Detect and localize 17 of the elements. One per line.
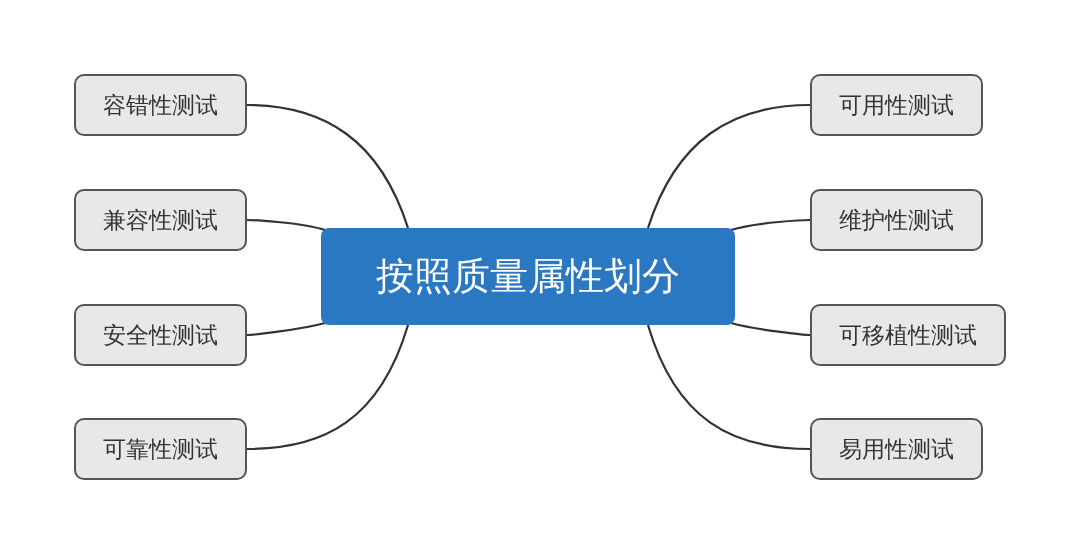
connector-line [246, 324, 410, 451]
subtopic-box: 可用性测试 [810, 74, 983, 136]
connector-line [730, 218, 811, 232]
connector-line [646, 103, 811, 229]
connector-line [246, 103, 410, 229]
central-topic-box: 按照质量属性划分 [321, 228, 735, 325]
subtopic-box: 易用性测试 [810, 418, 983, 480]
subtopic-box: 可靠性测试 [74, 418, 247, 480]
subtopic-box: 安全性测试 [74, 304, 247, 366]
connector-line [246, 218, 326, 232]
subtopic-box: 维护性测试 [810, 189, 983, 251]
subtopic-box: 容错性测试 [74, 74, 247, 136]
subtopic-box: 可移植性测试 [810, 304, 1006, 366]
connector-line [646, 324, 811, 451]
connector-line [246, 321, 326, 337]
connector-line [730, 321, 811, 337]
subtopic-box: 兼容性测试 [74, 189, 247, 251]
